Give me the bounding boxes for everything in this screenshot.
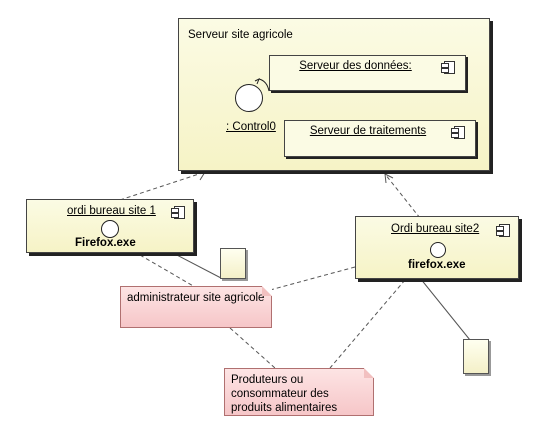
link-client1-admin [139,254,196,288]
component-icon [171,206,185,219]
document-artifact-2[interactable] [463,339,489,374]
processing-server-component[interactable]: Serveur de traitements [284,120,476,157]
data-server-component[interactable]: Serveur des données: [269,55,466,91]
client-node-2[interactable]: Ordi bureau site2 firefox.exe [355,216,519,279]
control-label: : Control0 [226,121,276,133]
client-node-2-title: Ordi bureau site2 [391,223,480,235]
note-users[interactable]: Produteurs ou consommateur des produits … [224,368,374,416]
link-admin-users [229,327,276,369]
document-artifact-1[interactable] [220,248,246,279]
processing-server-label: Serveur de traitements [309,125,427,137]
component-icon [441,61,455,74]
server-node-title: Serveur site agricole [188,29,293,41]
note-administrator-text: administrateur site agricole [127,292,265,304]
control-interface-icon[interactable] [235,84,263,112]
note-administrator[interactable]: administrateur site agricole [120,286,272,328]
dependency-arrowhead-2 [384,173,394,184]
client-node-1-title: ordi bureau site 1 [67,205,156,217]
server-node[interactable]: Serveur site agricole Serveur des donnée… [178,18,490,171]
link-client2-doc [419,277,471,341]
link-client2-users [329,279,406,369]
note-users-text: Produteurs ou consommateur des produits … [231,374,338,414]
dependency-client1-server [119,171,206,201]
firefox-interface-icon[interactable] [101,220,119,238]
firefox-interface-icon[interactable] [430,242,446,258]
dependency-arrowhead-1 [196,171,206,181]
client-node-1-exe: Firefox.exe [75,237,136,249]
control-arrow [254,77,270,92]
component-icon [496,224,510,237]
data-server-label: Serveur des données: [299,60,412,72]
client-node-1[interactable]: ordi bureau site 1 Firefox.exe [26,199,194,253]
link-client1-doc [172,252,222,279]
dependency-client2-server [384,173,421,219]
link-admin-client2 [269,266,356,291]
client-node-2-exe: firefox.exe [408,259,466,271]
component-icon [451,126,465,139]
